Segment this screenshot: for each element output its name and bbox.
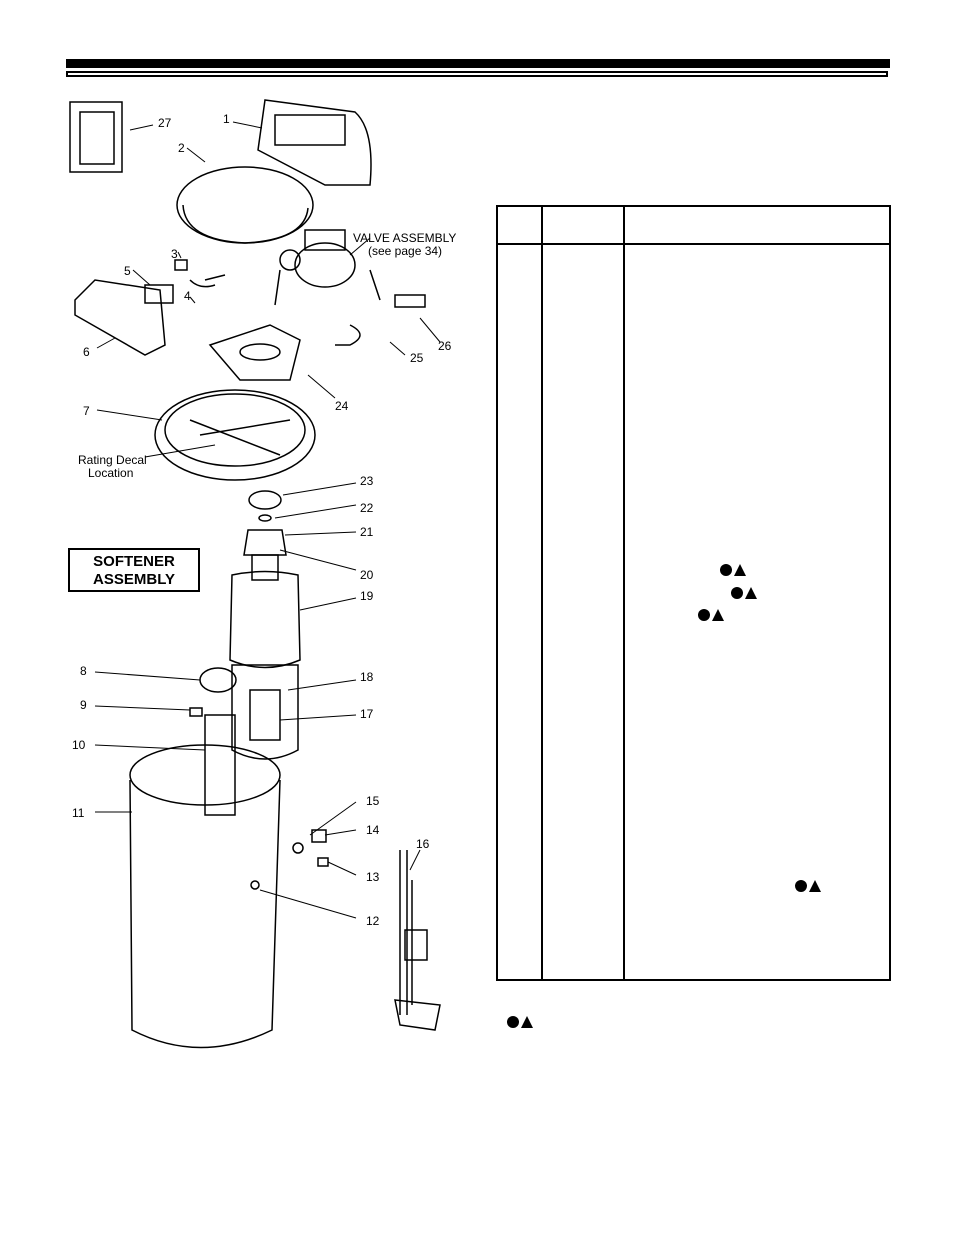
callout-17: 17: [360, 707, 374, 721]
triangle-icon: [734, 564, 746, 576]
circle-icon: [507, 1016, 519, 1028]
column-divider: [541, 207, 543, 979]
callout-26: 26: [438, 339, 452, 353]
callout-24: 24: [335, 399, 349, 413]
valve-assembly-page-ref: (see page 34): [368, 244, 442, 258]
circle-icon: [698, 609, 710, 621]
table-header-divider: [498, 243, 889, 245]
triangle-icon: [745, 587, 757, 599]
callout-10: 10: [72, 738, 86, 752]
distributor-head-part: [243, 529, 287, 556]
callout-20: 20: [360, 568, 374, 582]
callout-22: 22: [360, 501, 374, 515]
callout-14: 14: [366, 823, 380, 837]
title-line-1: SOFTENER: [93, 553, 175, 570]
callout-18: 18: [360, 670, 374, 684]
callout-23: 23: [360, 474, 374, 488]
callout-16: 16: [416, 837, 430, 851]
callout-2: 2: [178, 141, 185, 155]
softener-assembly-title-box: SOFTENER ASSEMBLY: [68, 548, 200, 592]
callout-6: 6: [83, 345, 90, 359]
callout-5: 5: [124, 264, 131, 278]
parts-list-table: [496, 205, 891, 981]
callout-3: 3: [171, 247, 178, 261]
callout-11: 11: [72, 806, 85, 820]
triangle-icon: [809, 880, 821, 892]
valve-assembly-label: VALVE ASSEMBLY: [353, 231, 456, 245]
softener-exploded-diagram: 27 1 2 3 5 4 6 7 24 25 26 23 22 21 20 19…: [69, 99, 456, 1049]
triangle-icon: [521, 1016, 533, 1028]
callout-9: 9: [80, 698, 87, 712]
circle-icon: [731, 587, 743, 599]
top-cover-part: [257, 99, 372, 186]
recommended-part-marker: [731, 587, 757, 599]
rating-decal-location: Location: [88, 466, 133, 480]
recommended-part-marker: [698, 609, 724, 621]
recommended-part-marker: [720, 564, 746, 576]
plate-part: [208, 324, 301, 381]
circle-icon: [720, 564, 732, 576]
recommended-part-marker: [795, 880, 821, 892]
transformer-part: [69, 101, 123, 173]
callout-1: 1: [223, 112, 230, 126]
clip-part: [335, 324, 361, 346]
rating-decal-label: Rating Decal: [78, 453, 147, 467]
rim-part: [154, 389, 316, 481]
mineral-tank-part: [229, 570, 301, 669]
salt-tank-part: [129, 744, 281, 806]
header-rule-thick: [66, 59, 890, 68]
header-rule-thin: [66, 71, 888, 77]
callout-27: 27: [158, 116, 172, 130]
callout-7: 7: [83, 404, 90, 418]
circle-icon: [795, 880, 807, 892]
column-divider: [623, 207, 625, 979]
callout-4: 4: [184, 289, 191, 303]
valve-assembly-part: [274, 229, 381, 306]
callout-19: 19: [360, 589, 374, 603]
title-line-2: ASSEMBLY: [93, 571, 175, 588]
callout-25: 25: [410, 351, 424, 365]
callout-21: 21: [360, 525, 374, 539]
legend-marker: [507, 1016, 533, 1028]
callout-15: 15: [366, 794, 380, 808]
brine-well-part: [204, 714, 236, 816]
triangle-icon: [712, 609, 724, 621]
callout-8: 8: [80, 664, 87, 678]
callout-12: 12: [366, 914, 380, 928]
bracket-part: [74, 279, 166, 356]
callout-13: 13: [366, 870, 380, 884]
float-assembly-part: [394, 850, 441, 1031]
